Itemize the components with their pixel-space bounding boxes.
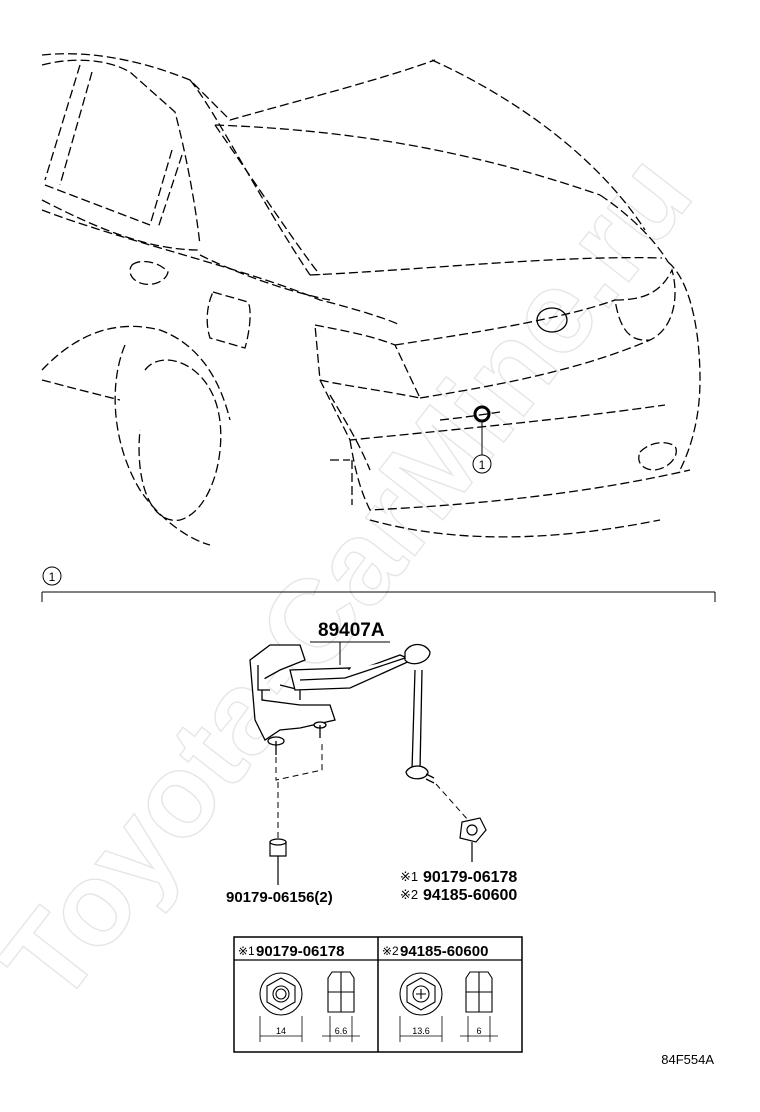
height-sensor-assembly <box>249 643 435 784</box>
nut-icon <box>459 817 487 862</box>
bolt-icon <box>269 838 287 885</box>
sensor-part-number[interactable]: 89407A <box>318 620 385 641</box>
col1-width-dim: 14 <box>276 1026 286 1036</box>
col2-height-dim: 6 <box>476 1026 481 1036</box>
callout-index: 1 <box>479 458 486 472</box>
nut-flange-top-view-icon <box>399 972 443 1016</box>
nut-part-number-1[interactable]: 90179-06178 <box>423 869 517 886</box>
table-col2-header: 94185-60600 <box>400 943 488 960</box>
nut-marker-2: ※2 <box>400 887 418 902</box>
col1-height-dim: 6.6 <box>335 1026 348 1036</box>
bolt-part-number[interactable]: 90179-06156(2) <box>226 889 333 906</box>
sensor-location-callout: 1 <box>472 405 492 474</box>
figure-code: 84F554A <box>661 1052 714 1067</box>
callout-circle <box>472 454 492 474</box>
section-header: 1 <box>41 566 716 602</box>
table-col1-header: 90179-06178 <box>256 943 344 960</box>
col2-width-dim: 13.6 <box>412 1026 430 1036</box>
nut-spec-table: ※1 90179-06178 ※2 94185-60600 14 6.6 <box>233 936 523 1053</box>
table-col2-marker: ※2 <box>382 944 399 958</box>
nut-marker-1: ※1 <box>400 869 418 884</box>
watermark-text: Toyota-CarMine.ru <box>0 130 717 1026</box>
nut-labels: ※1 90179-06178 ※2 94185-60600 <box>400 869 517 904</box>
sensor-label-group: 89407A <box>310 620 390 665</box>
section-index: 1 <box>49 570 56 584</box>
nut-top-view-icon <box>259 972 303 1016</box>
fastener-leaders <box>275 740 469 840</box>
table-col1-marker: ※1 <box>238 944 255 958</box>
car-rear-illustration <box>41 53 701 546</box>
nut-part-number-2[interactable]: 94185-60600 <box>423 887 517 904</box>
nut-flange-side-view-icon <box>465 971 493 1013</box>
nut-side-view-icon <box>327 971 355 1013</box>
